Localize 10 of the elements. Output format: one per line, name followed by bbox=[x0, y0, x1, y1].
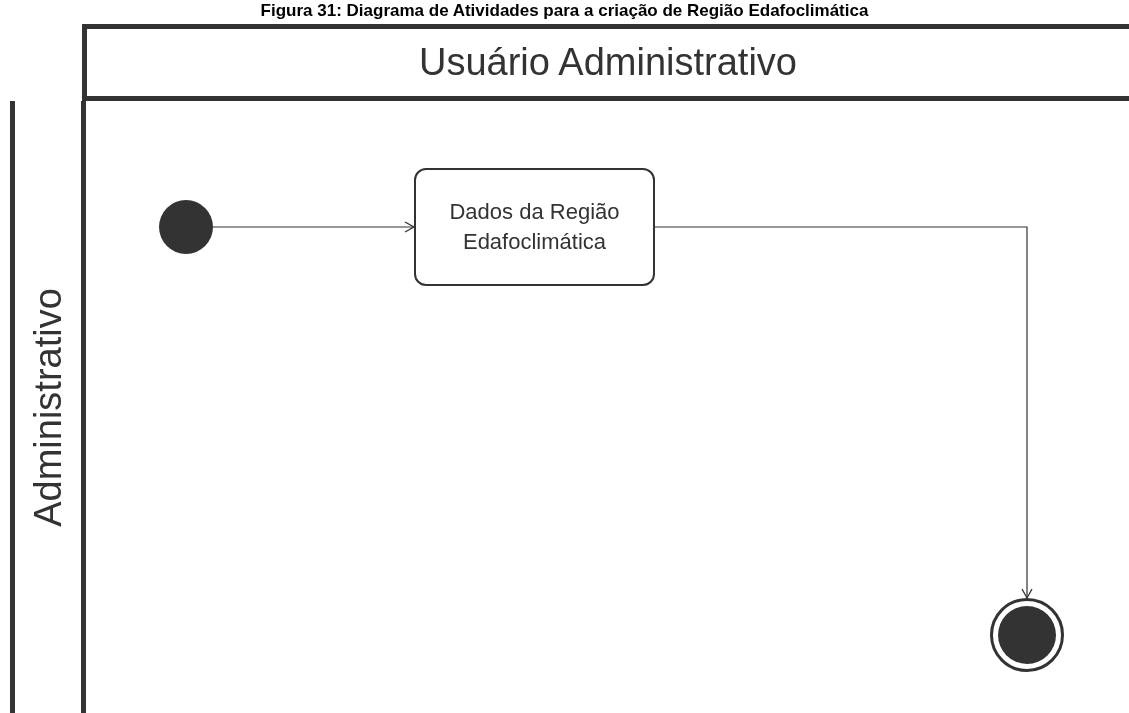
figure-title: Figura 31: Diagrama de Atividades para a criação de Região Edafoclimática bbox=[259, 0, 870, 22]
arrow bbox=[654, 226, 1033, 599]
activity-label: Dados da Região Edafoclimática bbox=[448, 197, 621, 256]
swimlane-header bbox=[82, 24, 1129, 101]
swimlane-header bbox=[10, 101, 86, 713]
arrow bbox=[212, 221, 415, 233]
activity-box bbox=[414, 168, 655, 286]
lane-label: Administrativo bbox=[25, 287, 70, 527]
initial-node bbox=[159, 200, 213, 254]
lane-label: Usuário Administrativo bbox=[418, 40, 797, 85]
